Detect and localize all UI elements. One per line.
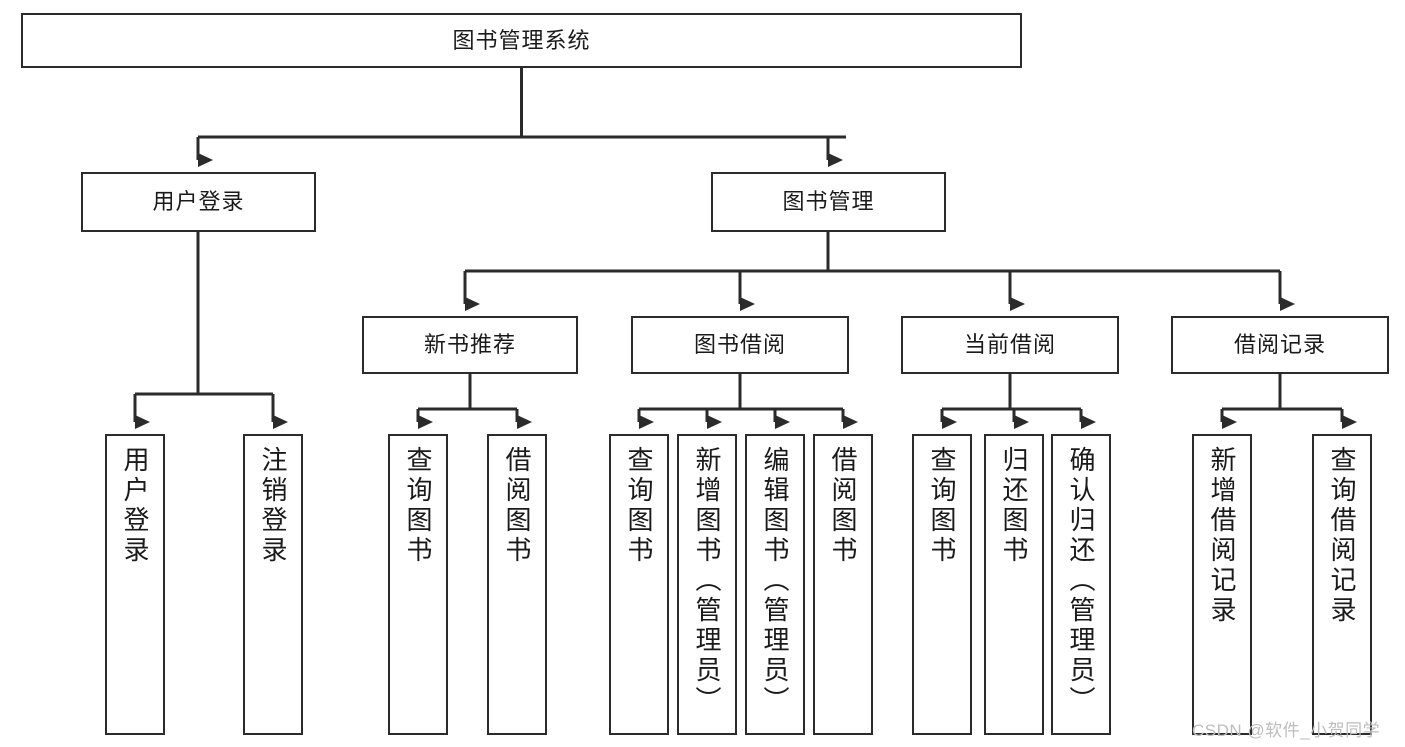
leaf-add-borrow-record[interactable]: 新增借阅记录 bbox=[1192, 434, 1252, 735]
node-label: 查询借阅记录 bbox=[1327, 446, 1357, 626]
node-user-login[interactable]: 用户登录 bbox=[81, 172, 316, 232]
leaf-edit-book-admin[interactable]: 编辑图书（管理员） bbox=[745, 434, 805, 735]
node-label: 确认归还（管理员） bbox=[1066, 446, 1096, 716]
node-label: 用户登录 bbox=[152, 189, 245, 215]
leaf-confirm-return-admin[interactable]: 确认归还（管理员） bbox=[1051, 434, 1111, 735]
node-root-book-management-system[interactable]: 图书管理系统 bbox=[21, 13, 1022, 68]
node-label: 借阅图书 bbox=[828, 446, 858, 566]
node-new-book-recommendation[interactable]: 新书推荐 bbox=[362, 316, 578, 374]
leaf-query-book-borrow[interactable]: 查询图书 bbox=[609, 434, 669, 735]
leaf-query-book-newrec[interactable]: 查询图书 bbox=[388, 434, 448, 735]
node-current-borrowing[interactable]: 当前借阅 bbox=[901, 316, 1119, 374]
leaf-return-book[interactable]: 归还图书 bbox=[984, 434, 1044, 735]
node-label: 注销登录 bbox=[258, 446, 288, 566]
node-label: 图书管理系统 bbox=[452, 27, 591, 53]
node-label: 归还图书 bbox=[999, 446, 1029, 566]
node-label: 新增借阅记录 bbox=[1207, 446, 1237, 626]
leaf-user-login[interactable]: 用户登录 bbox=[105, 434, 165, 735]
node-borrowing-record[interactable]: 借阅记录 bbox=[1171, 316, 1389, 374]
node-label: 编辑图书（管理员） bbox=[760, 446, 790, 716]
leaf-borrow-book-newrec[interactable]: 借阅图书 bbox=[487, 434, 547, 735]
node-label: 图书管理 bbox=[782, 189, 875, 215]
node-label: 当前借阅 bbox=[963, 332, 1056, 358]
node-label: 借阅记录 bbox=[1233, 332, 1326, 358]
leaf-query-book-current[interactable]: 查询图书 bbox=[912, 434, 972, 735]
node-label: 新增图书（管理员） bbox=[692, 446, 722, 716]
node-label: 新书推荐 bbox=[423, 332, 516, 358]
node-label: 图书借阅 bbox=[693, 332, 786, 358]
node-label: 查询图书 bbox=[624, 446, 654, 566]
node-label: 查询图书 bbox=[403, 446, 433, 566]
node-book-borrowing[interactable]: 图书借阅 bbox=[631, 316, 849, 374]
node-book-management[interactable]: 图书管理 bbox=[711, 172, 946, 232]
node-label: 查询图书 bbox=[927, 446, 957, 566]
leaf-logout[interactable]: 注销登录 bbox=[243, 434, 303, 735]
node-label: 用户登录 bbox=[120, 446, 150, 566]
leaf-borrow-book[interactable]: 借阅图书 bbox=[813, 434, 873, 735]
node-label: 借阅图书 bbox=[502, 446, 532, 566]
leaf-add-book-admin[interactable]: 新增图书（管理员） bbox=[677, 434, 737, 735]
leaf-query-borrow-record[interactable]: 查询借阅记录 bbox=[1312, 434, 1372, 735]
